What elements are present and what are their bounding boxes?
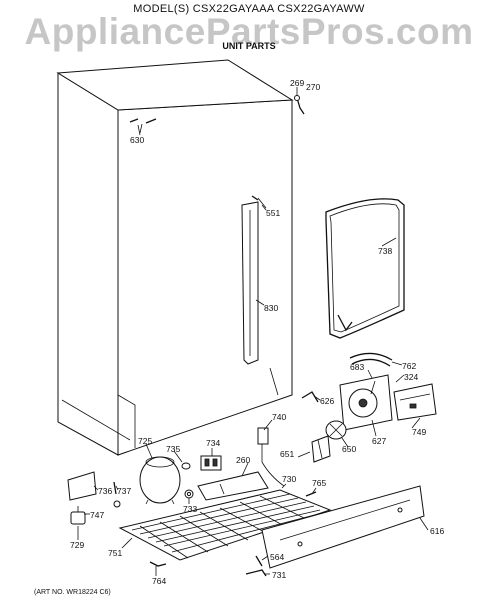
watermark: AppliancePartsPros.com [24, 11, 474, 52]
callout-260: 260 [236, 455, 250, 465]
callout-740: 740 [272, 412, 286, 422]
part-630-clip [129, 118, 157, 134]
callout-627: 627 [372, 436, 386, 446]
callout-651: 651 [280, 449, 294, 459]
part-751-condenser [118, 489, 332, 561]
callout-269: 269 [290, 78, 304, 88]
callout-734: 734 [206, 438, 220, 448]
part-736-bracket [67, 471, 97, 501]
callout-650: 650 [342, 444, 356, 454]
callout-733: 733 [183, 504, 197, 514]
part-738-loop [325, 198, 405, 339]
part-725-compressor [139, 456, 181, 505]
part-735-grommet [181, 462, 191, 470]
leader-lines [77, 87, 429, 576]
callout-749: 749 [412, 427, 426, 437]
callout-labels: 269 270 630 551 738 830 762 683 324 740 … [70, 78, 444, 586]
part-734-overload [200, 455, 222, 471]
part-551-screw [251, 195, 267, 209]
callout-736: 736 [98, 486, 112, 496]
part-627-fan-bracket [339, 374, 393, 431]
part-651-fan-motor [311, 435, 331, 463]
part-764-clip [149, 561, 167, 567]
part-747-clip [113, 500, 121, 508]
callout-830: 830 [264, 303, 278, 313]
art-number: (ART NO. WR18224 C6) [34, 589, 111, 596]
part-650-fan-blade [325, 420, 347, 440]
callout-725: 725 [138, 436, 152, 446]
part-740-relay [257, 427, 269, 462]
part-616-panel [261, 485, 425, 569]
part-733-washer [184, 489, 194, 499]
part-626-bracket [301, 391, 319, 403]
part-765-clip [305, 491, 317, 497]
callout-731: 731 [272, 570, 286, 580]
cabinet [56, 59, 294, 456]
callout-729: 729 [70, 540, 84, 550]
part-260-bracket [197, 471, 269, 501]
part-762-tube [349, 352, 393, 367]
part-749-box [393, 383, 437, 421]
part-730-tube [261, 461, 285, 487]
model-title: MODEL(S) CSX22GAYAAA CSX22GAYAWW [133, 3, 365, 15]
callout-730: 730 [282, 474, 296, 484]
callout-551: 551 [266, 208, 280, 218]
callout-564: 564 [270, 552, 284, 562]
callout-270: 270 [306, 82, 320, 92]
callout-630: 630 [130, 135, 144, 145]
callout-737: 737 [117, 486, 131, 496]
part-564-screw [255, 555, 263, 567]
callout-735: 735 [166, 444, 180, 454]
callout-751: 751 [108, 548, 122, 558]
part-737-screw [113, 481, 117, 495]
callout-762: 762 [402, 361, 416, 371]
callout-765: 765 [312, 478, 326, 488]
callout-616: 616 [430, 526, 444, 536]
callout-324: 324 [404, 372, 418, 382]
section-title: UNIT PARTS [222, 41, 276, 51]
part-729-capacitor [70, 506, 86, 525]
part-731-clip [245, 569, 267, 577]
callout-626: 626 [320, 396, 334, 406]
callout-738: 738 [378, 246, 392, 256]
callout-764: 764 [152, 576, 166, 586]
callout-683: 683 [350, 362, 364, 372]
part-830-strip [241, 201, 259, 365]
callout-747: 747 [90, 510, 104, 520]
part-270-bracket [294, 95, 305, 115]
